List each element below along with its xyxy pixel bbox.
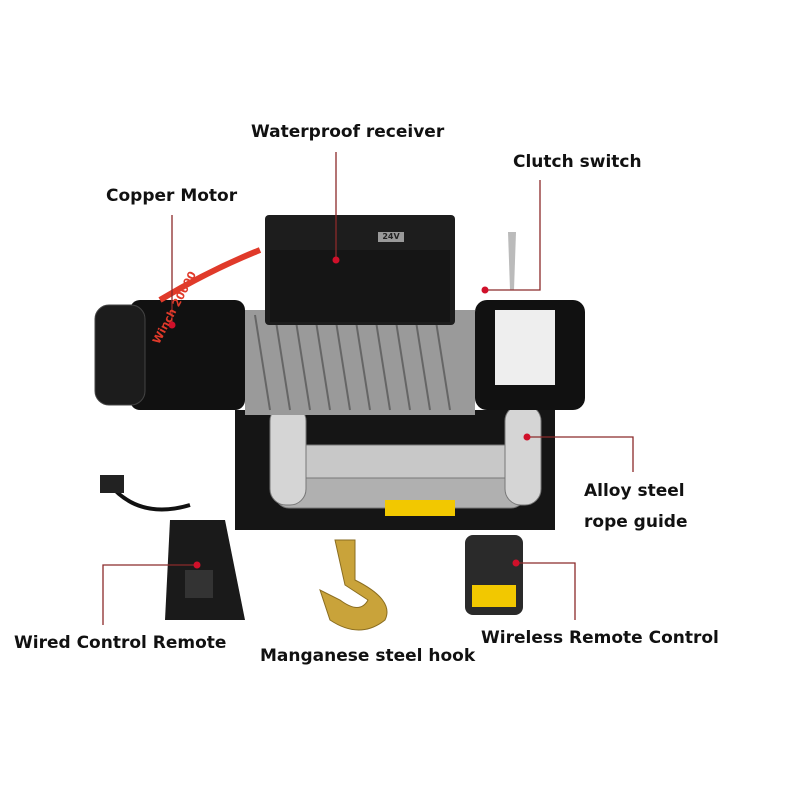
- roller-horizontal: [274, 444, 526, 484]
- label-clutch-switch: Clutch switch: [513, 152, 642, 172]
- hook-shape: [319, 539, 388, 631]
- motor-end-cap: [94, 304, 146, 406]
- label-wired-remote: Wired Control Remote: [14, 633, 227, 653]
- warning-sticker: [385, 500, 455, 516]
- label-alloy-steel: Alloy steel: [584, 481, 685, 501]
- roller-left: [269, 404, 307, 506]
- plug: [100, 475, 124, 493]
- label-wireless-remote: Wireless Remote Control: [481, 628, 719, 648]
- label-rope-guide: rope guide: [584, 512, 688, 532]
- callout-dots: [168, 256, 531, 569]
- roller-right: [504, 404, 542, 506]
- label-hook: Manganese steel hook: [260, 646, 476, 666]
- clutch-lever: [508, 232, 516, 290]
- rocker-switch: [185, 570, 213, 598]
- gearbox-label: [495, 310, 555, 385]
- cable-drum: [245, 310, 475, 415]
- leader-lines: [102, 152, 634, 625]
- label-waterproof-receiver: Waterproof receiver: [251, 122, 445, 142]
- motor-body: [130, 300, 245, 410]
- power-cable: [158, 247, 262, 303]
- label-copper-motor: Copper Motor: [106, 186, 238, 206]
- voltage-badge: 24V: [378, 232, 404, 242]
